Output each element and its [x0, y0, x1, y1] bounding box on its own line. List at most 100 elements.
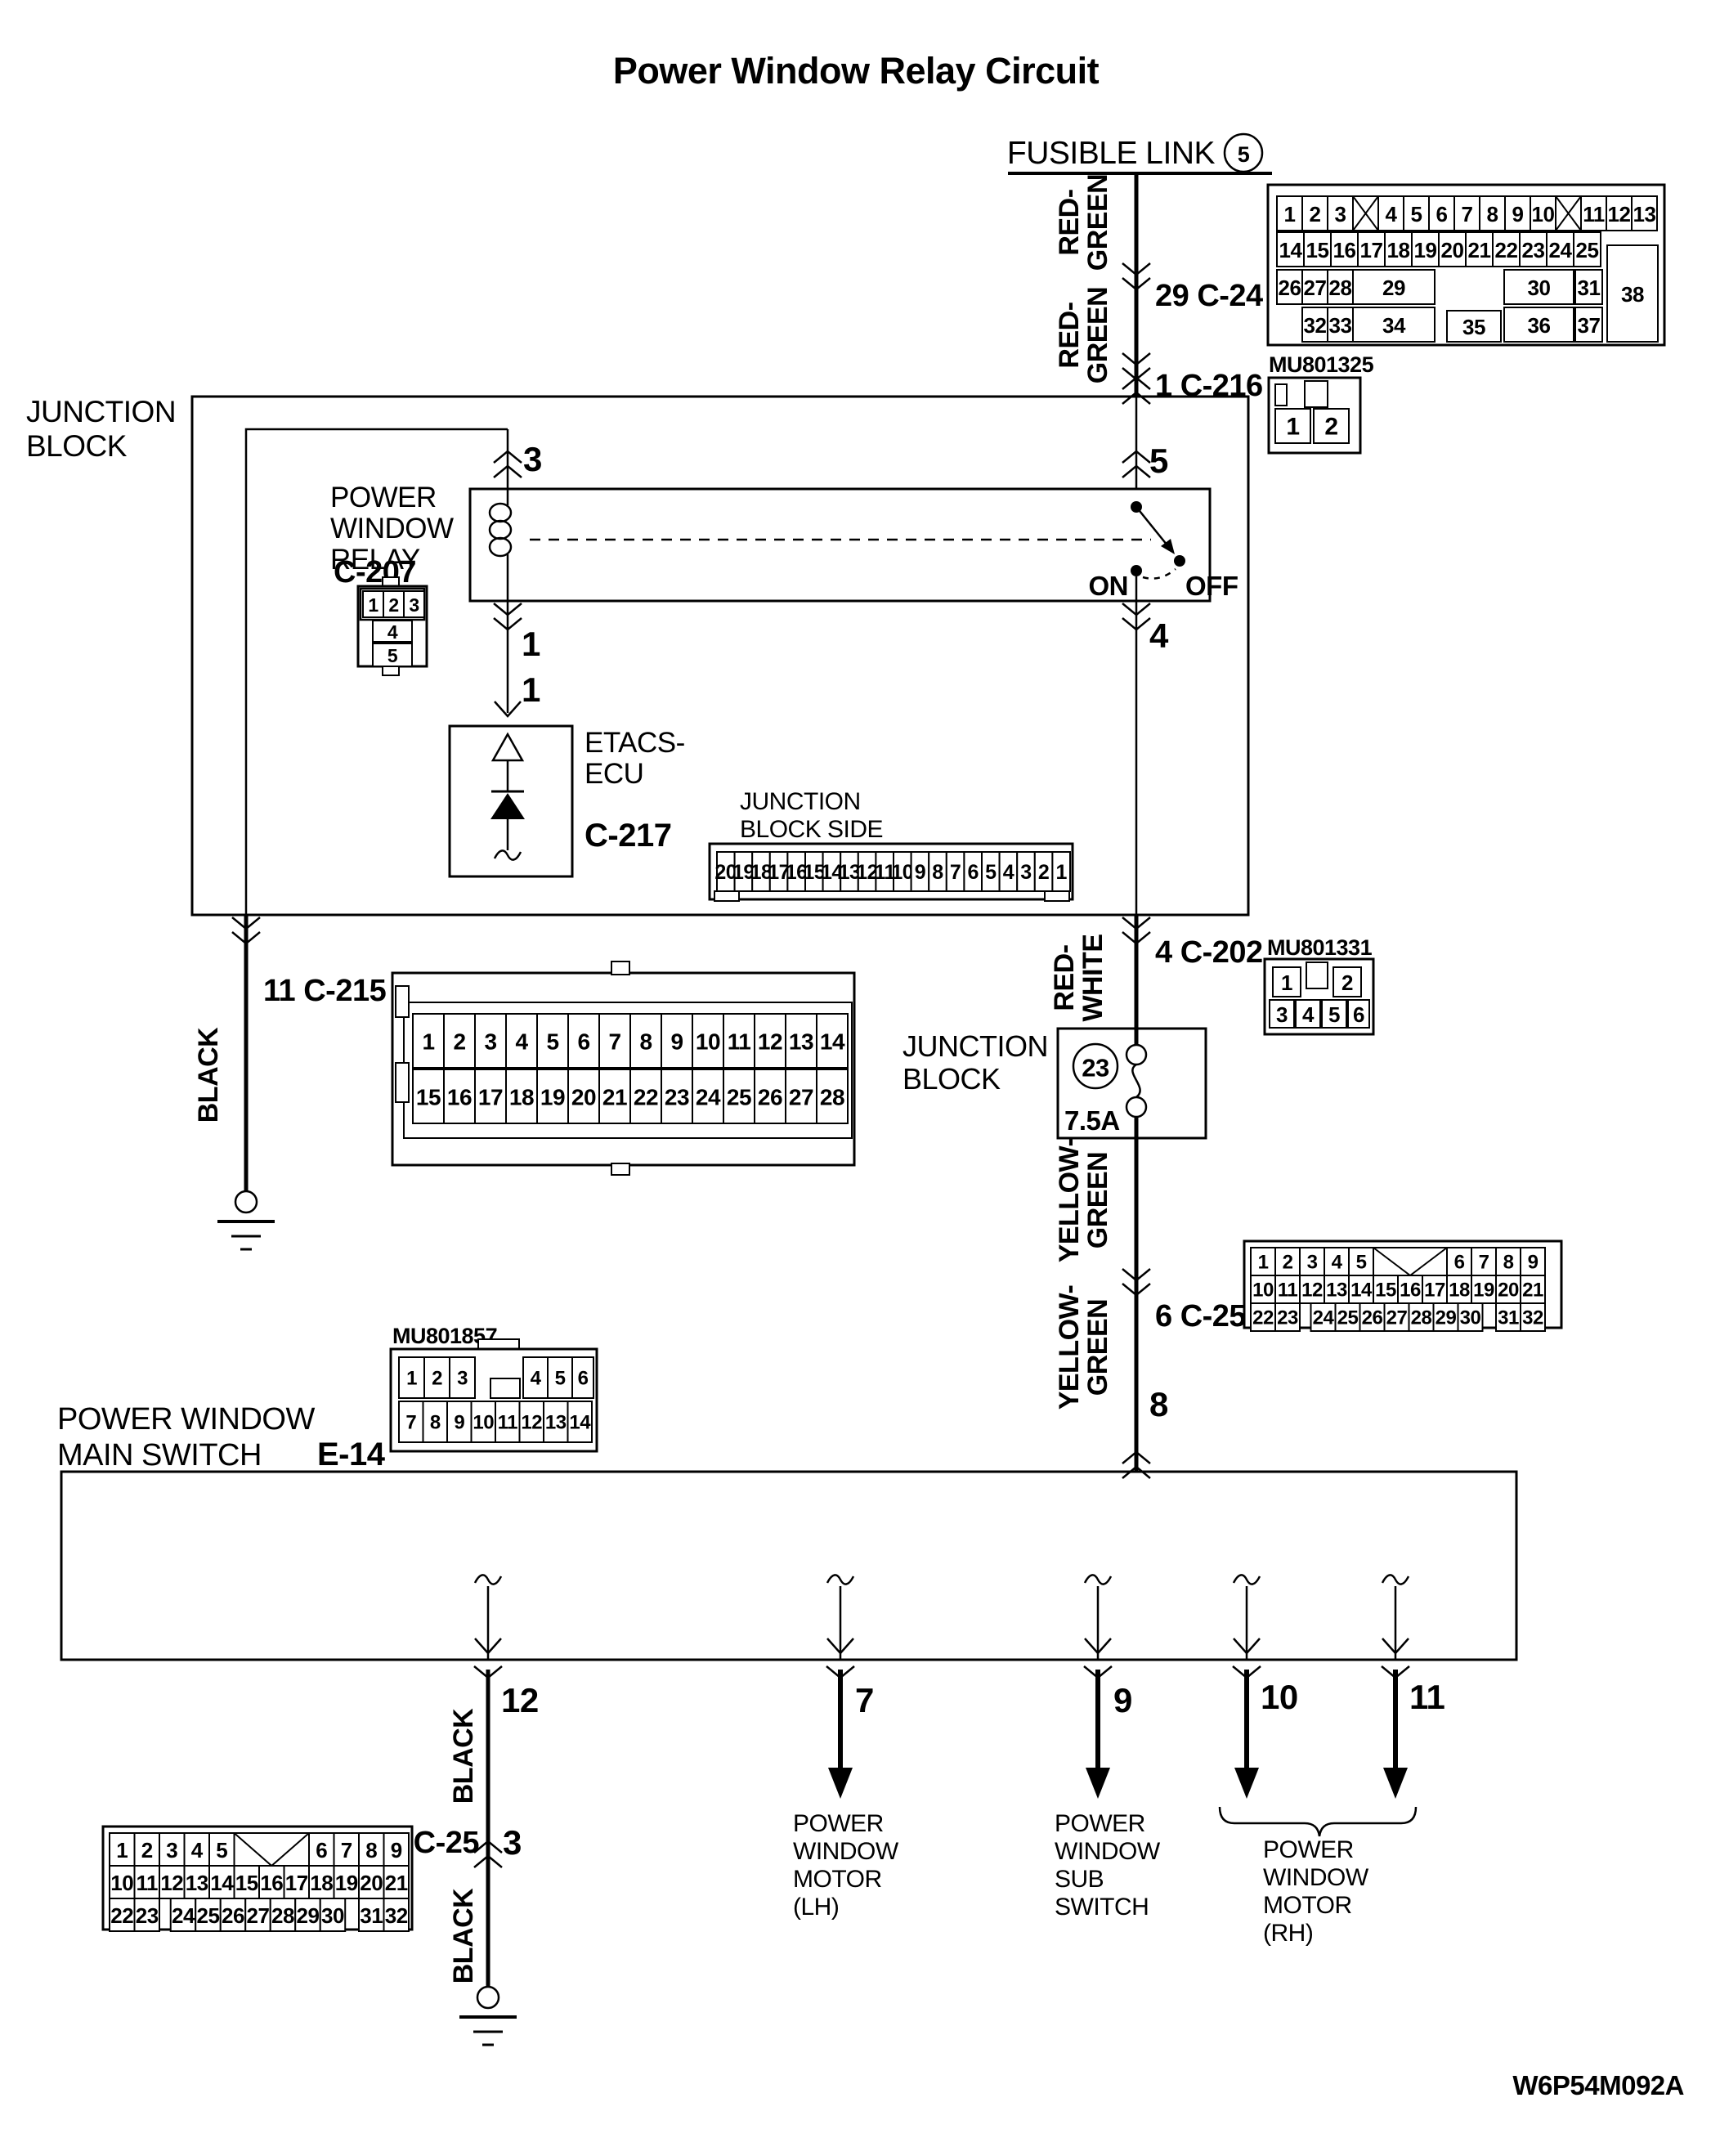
pin-cell-label: 11: [728, 1029, 751, 1055]
pin-cell-label: 19: [1414, 238, 1437, 262]
pin-cell-label: 2: [1341, 970, 1353, 995]
pin-cell-label: 23: [136, 1903, 159, 1928]
pin-cell-label: 25: [1576, 238, 1599, 262]
fuse-block-outline: [1056, 1027, 1207, 1140]
pin-cell: [723, 1013, 755, 1069]
pin-cell-label: 14: [1350, 1280, 1373, 1302]
load-label: WINDOW: [793, 1838, 899, 1865]
pin-cell: [1606, 244, 1659, 343]
pin9-label: 9: [1113, 1681, 1132, 1719]
pin-cell-label: 9: [391, 1838, 402, 1862]
pin-cell-label: 1: [1284, 202, 1296, 226]
relay-name: WINDOW: [330, 513, 454, 545]
pin-cell: [1580, 195, 1607, 231]
pin-cell-label: 3: [409, 594, 419, 616]
pin-cell: [195, 1898, 222, 1932]
pin-cell: [571, 1356, 594, 1399]
pin-cell-label: 13: [1633, 202, 1656, 226]
pin-cell: [754, 1013, 786, 1069]
pin-cell: [536, 1013, 569, 1069]
pin-cell-label: 18: [1449, 1280, 1470, 1302]
pin-cell: [1276, 231, 1305, 267]
pin-cell-label: 22: [1495, 238, 1518, 262]
pin-cell-label: 19: [540, 1085, 565, 1110]
pin-cell: [383, 1832, 410, 1867]
load-label: MOTOR: [793, 1866, 882, 1893]
junction-block-label: JUNCTION: [903, 1029, 1048, 1063]
pin-cell-label: 19: [1473, 1280, 1494, 1302]
pin-cell-label: 20: [714, 861, 737, 884]
pin-cell-label: 21: [602, 1085, 627, 1110]
pin-cell-label: 27: [1386, 1307, 1408, 1329]
pin-cell-label: 10: [1532, 202, 1555, 226]
pin-cell: [754, 1069, 786, 1124]
pin-cell-label: 27: [1304, 276, 1327, 300]
pin-cell-label: 13: [1326, 1280, 1347, 1302]
pin-cell-label: 8: [1503, 1252, 1514, 1274]
pin-cell: [1352, 307, 1436, 343]
pin-cell-label: 4: [1003, 861, 1015, 884]
pin-cell-label: 13: [839, 861, 861, 884]
part-number-c216: MU801325: [1269, 352, 1374, 377]
pin-cell-label: 10: [473, 1412, 494, 1434]
pin-cell-label: 21: [385, 1871, 408, 1895]
pin-cell-label: 8: [1487, 202, 1498, 226]
pin-cell-label: 6: [1353, 1002, 1364, 1027]
pin-cell-label: 15: [416, 1085, 441, 1110]
connector-crossing-c25-icon: [473, 1840, 503, 1868]
pin-cell: [518, 1401, 544, 1443]
junction-block-outline: [190, 395, 1250, 917]
pin-cell-label: 6: [578, 1368, 589, 1390]
pin-cell-label: 25: [1337, 1307, 1359, 1329]
pin-cell-label: 5: [1328, 1002, 1340, 1027]
relay-entry-chevron-icon: [493, 450, 522, 478]
pin-cell-label: 33: [1329, 313, 1352, 338]
fuse-number-circle: [1072, 1042, 1119, 1090]
pin-cell-label: 22: [1252, 1307, 1274, 1329]
pin-cell-label: 17: [1424, 1280, 1445, 1302]
pin-cell-label: 3: [1276, 1002, 1288, 1027]
brace-icon: [1218, 1806, 1418, 1837]
pin-cell: [661, 1013, 693, 1069]
ecu-name: ECU: [585, 758, 643, 790]
pin-cell-label: 23: [665, 1085, 689, 1110]
pin-cell: [816, 1069, 849, 1124]
pin-cell: [1503, 307, 1574, 343]
connector-crossing-c24-icon: [1122, 262, 1151, 291]
ground-leg-left: 11 C-215 BLACK: [193, 915, 387, 1251]
diode-symbol-icon: [490, 732, 525, 861]
pin-cell-label: 2: [1038, 861, 1049, 884]
pin-cell-label: 12: [1301, 1280, 1323, 1302]
pin-cell-label: 29: [1382, 276, 1405, 300]
pin-cell-label: 28: [1329, 276, 1352, 300]
pin-cell-label: 28: [820, 1085, 844, 1110]
pin-cell-label: 14: [1279, 238, 1303, 262]
wire-color-label: WHITE: [1077, 934, 1109, 1021]
pin-cell: [1574, 307, 1603, 343]
connector-ref-c216: 1 C-216: [1155, 369, 1263, 403]
pin-cell-label: 7: [1462, 202, 1473, 226]
connector-ref-c202: 4 C-202: [1155, 935, 1263, 970]
pin-cell-label: 6: [316, 1838, 327, 1862]
pin-cell-label: 25: [727, 1085, 751, 1110]
pin-cell-label: 23: [1277, 1307, 1298, 1329]
junction-block-upper: JUNCTION BLOCK: [26, 395, 1250, 917]
relay-name: RELAY: [330, 544, 420, 576]
drawing-code: W6P54M092A: [1512, 2070, 1684, 2100]
pin11-label: 11: [1409, 1678, 1445, 1716]
pin-cell-label: 12: [1608, 202, 1631, 226]
pin-cell-label: 24: [1313, 1307, 1335, 1329]
pin-cell-label: 32: [1522, 1307, 1543, 1329]
power-window-main-switch: POWER WINDOW MAIN SWITCH E-14: [57, 1402, 1518, 1661]
pin-cell-label: 9: [670, 1029, 683, 1055]
pin-cell-label: 2: [1283, 1252, 1293, 1274]
blocked-cavity-icon: [1555, 195, 1582, 231]
pin-cell: [785, 1013, 817, 1069]
fusible-link-source: FUSIBLE LINK 5: [1007, 132, 1272, 175]
pin-cell-label: 3: [1335, 202, 1346, 226]
pin-cell-label: 5: [1356, 1252, 1367, 1274]
pin-cell-label: 22: [634, 1085, 658, 1110]
